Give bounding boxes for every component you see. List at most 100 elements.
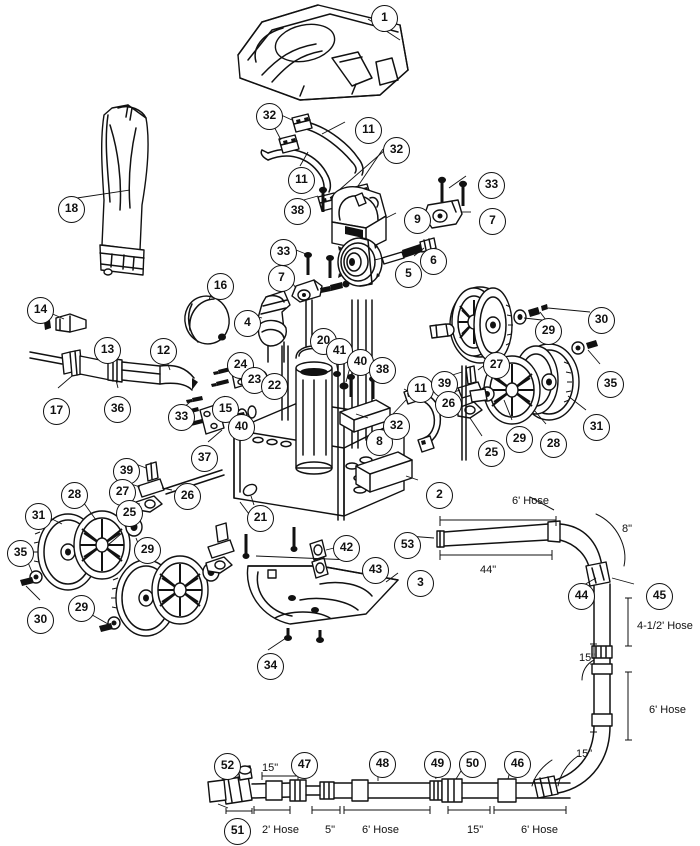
callout-11[interactable]: 11 — [355, 117, 382, 144]
dimension-label: 15" — [576, 748, 593, 760]
callout-49[interactable]: 49 — [424, 751, 451, 778]
callout-12[interactable]: 12 — [150, 338, 177, 365]
callout-32[interactable]: 32 — [383, 413, 410, 440]
part-wheel-assembly-right-lower — [469, 340, 598, 425]
callout-35[interactable]: 35 — [7, 540, 34, 567]
callout-29[interactable]: 29 — [134, 537, 161, 564]
callout-21[interactable]: 21 — [247, 505, 274, 532]
part-handle-17 — [29, 349, 83, 377]
part-screw-33-top-b — [459, 180, 467, 206]
callout-2[interactable]: 2 — [426, 482, 453, 509]
callout-40[interactable]: 40 — [228, 414, 255, 441]
callout-6[interactable]: 6 — [420, 248, 447, 275]
part-debris-bag-18 — [99, 104, 149, 276]
callout-28[interactable]: 28 — [540, 431, 567, 458]
callout-16[interactable]: 16 — [207, 273, 234, 300]
callout-29[interactable]: 29 — [68, 595, 95, 622]
part-hose-upper-right — [436, 513, 626, 799]
callout-31[interactable]: 31 — [25, 503, 52, 530]
callout-38[interactable]: 38 — [369, 357, 396, 384]
dimension-label: 2' Hose — [262, 824, 299, 836]
callout-48[interactable]: 48 — [369, 751, 396, 778]
callout-30[interactable]: 30 — [588, 307, 615, 334]
part-clip-42-43 — [242, 527, 329, 579]
callout-27[interactable]: 27 — [483, 352, 510, 379]
callout-18[interactable]: 18 — [58, 196, 85, 223]
dimension-label: 6' Hose — [521, 824, 558, 836]
part-linkage-right — [457, 365, 483, 461]
callout-26[interactable]: 26 — [435, 391, 462, 418]
part-float-16 — [184, 295, 230, 345]
callout-35[interactable]: 35 — [597, 371, 624, 398]
dimension-label: 15" — [579, 652, 596, 664]
callout-29[interactable]: 29 — [506, 426, 533, 453]
callout-13[interactable]: 13 — [94, 337, 121, 364]
callout-45[interactable]: 45 — [646, 583, 673, 610]
callout-14[interactable]: 14 — [27, 297, 54, 324]
callout-7[interactable]: 7 — [268, 265, 295, 292]
callout-33[interactable]: 33 — [168, 404, 195, 431]
part-screw-38-mid-a — [347, 374, 355, 397]
part-hose-36-12 — [79, 355, 198, 391]
callout-53[interactable]: 53 — [394, 532, 421, 559]
callout-33[interactable]: 33 — [478, 172, 505, 199]
callout-51[interactable]: 51 — [224, 818, 251, 845]
dimension-label: 8" — [622, 523, 633, 535]
part-wheel-assembly-left-lower — [99, 555, 220, 637]
dimension-label: 6' Hose — [362, 824, 399, 836]
callout-34[interactable]: 34 — [257, 653, 284, 680]
dimension-label: 6' Hose — [512, 495, 549, 507]
callout-32[interactable]: 32 — [256, 103, 283, 130]
part-screw-33-b — [326, 255, 334, 278]
callout-42[interactable]: 42 — [333, 535, 360, 562]
part-bracket-9 — [331, 186, 387, 251]
callout-32[interactable]: 32 — [383, 137, 410, 164]
callout-30[interactable]: 30 — [27, 607, 54, 634]
callout-22[interactable]: 22 — [261, 373, 288, 400]
callout-36[interactable]: 36 — [104, 396, 131, 423]
callout-29[interactable]: 29 — [535, 318, 562, 345]
callout-25[interactable]: 25 — [116, 500, 143, 527]
dimension-markers-bottom — [225, 772, 567, 814]
part-screw-33-left — [186, 396, 203, 403]
part-oring-21 — [242, 483, 258, 497]
part-screw-33-top-a — [438, 176, 446, 202]
callout-17[interactable]: 17 — [43, 398, 70, 425]
callout-37[interactable]: 37 — [191, 445, 218, 472]
dimension-markers-upper — [439, 496, 632, 741]
dimension-label: 44" — [480, 564, 497, 576]
callout-31[interactable]: 31 — [583, 414, 610, 441]
part-clamp-32-a — [291, 113, 313, 133]
callout-3[interactable]: 3 — [407, 570, 434, 597]
callout-8[interactable]: 8 — [366, 429, 393, 456]
part-hose-11b — [260, 148, 332, 193]
callout-50[interactable]: 50 — [459, 751, 486, 778]
callout-5[interactable]: 5 — [395, 261, 422, 288]
callout-4[interactable]: 4 — [234, 310, 261, 337]
callout-25[interactable]: 25 — [478, 440, 505, 467]
callout-7[interactable]: 7 — [479, 208, 506, 235]
dimension-label: 5" — [325, 824, 336, 836]
part-elbow-4 — [257, 290, 291, 363]
part-bracket-2 — [355, 451, 413, 493]
part-wheel-assembly-left-upper — [20, 510, 143, 591]
callout-1[interactable]: 1 — [371, 5, 398, 32]
part-gear-5 — [337, 237, 383, 287]
callout-11[interactable]: 11 — [288, 167, 315, 194]
callout-41[interactable]: 41 — [326, 338, 353, 365]
callout-11[interactable]: 11 — [407, 376, 434, 403]
callout-26[interactable]: 26 — [174, 483, 201, 510]
callout-46[interactable]: 46 — [504, 751, 531, 778]
part-top-cover — [237, 4, 409, 101]
part-screw-34-a — [284, 628, 292, 641]
dimension-label: 15" — [262, 762, 279, 774]
callout-28[interactable]: 28 — [61, 482, 88, 509]
callout-47[interactable]: 47 — [291, 752, 318, 779]
callout-9[interactable]: 9 — [404, 207, 431, 234]
callout-38[interactable]: 38 — [284, 198, 311, 225]
callout-43[interactable]: 43 — [362, 557, 389, 584]
callout-33[interactable]: 33 — [270, 239, 297, 266]
callout-44[interactable]: 44 — [568, 583, 595, 610]
callout-52[interactable]: 52 — [214, 753, 241, 780]
